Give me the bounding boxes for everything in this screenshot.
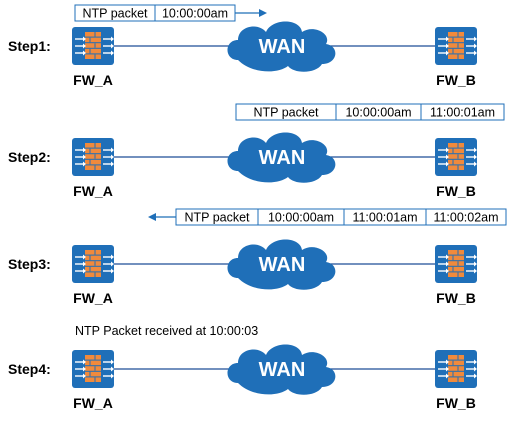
- packet-cell: [425, 208, 507, 226]
- firewall-icon: [448, 32, 464, 59]
- firewall-icon: [448, 143, 464, 170]
- packet-name: NTP packet: [82, 7, 148, 21]
- fw-a-label: FW_A: [73, 395, 113, 411]
- packet-name: NTP packet: [184, 211, 250, 225]
- step-label: Step4:: [8, 361, 51, 377]
- fw-a-label: FW_A: [73, 72, 113, 88]
- firewall-icon: [85, 143, 101, 170]
- firewall-b: [435, 138, 477, 176]
- firewall-icon: [448, 250, 464, 277]
- wan-cloud: WAN: [227, 239, 336, 290]
- packet-name: NTP packet: [253, 106, 319, 120]
- packet-timestamp: 11:00:02am: [433, 211, 498, 225]
- step-label: Step1:: [8, 38, 51, 54]
- firewall-icon: [85, 355, 101, 382]
- wan-cloud: WAN: [227, 132, 336, 183]
- step-label: Step3:: [8, 256, 51, 272]
- wan-label: WAN: [259, 36, 306, 58]
- packet-cell: [420, 103, 505, 121]
- wan-cloud: WAN: [227, 344, 336, 395]
- ntp-packet: NTP packet 10:00:00am: [74, 4, 267, 22]
- received-note: NTP Packet received at 10:00:03: [75, 324, 258, 338]
- ntp-packet: NTP packet 10:00:00am 11:00:01am 11:00:02am: [148, 208, 507, 226]
- firewall-b: [435, 245, 477, 283]
- packet-timestamp: 11:00:01am: [352, 211, 417, 225]
- packet-timestamp: 10:00:00am: [268, 211, 334, 225]
- packet-timestamp: 11:00:01am: [430, 106, 495, 120]
- firewall-a: [72, 245, 114, 283]
- firewall-a: [72, 350, 114, 388]
- firewall-icon: [85, 250, 101, 277]
- fw-b-label: FW_B: [436, 183, 476, 199]
- firewall-icon: [448, 355, 464, 382]
- firewall-b: [435, 350, 477, 388]
- packet-timestamp: 10:00:00am: [162, 7, 228, 21]
- ntp-packet: NTP packet 10:00:00am 11:00:01am: [235, 103, 505, 121]
- fw-a-label: FW_A: [73, 183, 113, 199]
- fw-b-label: FW_B: [436, 72, 476, 88]
- wan-cloud: WAN: [227, 21, 336, 72]
- wan-label: WAN: [259, 254, 306, 276]
- firewall-a: [72, 27, 114, 65]
- fw-b-label: FW_B: [436, 290, 476, 306]
- firewall-b: [435, 27, 477, 65]
- wan-label: WAN: [259, 147, 306, 169]
- wan-label: WAN: [259, 359, 306, 381]
- step-label: Step2:: [8, 149, 51, 165]
- packet-timestamp: 10:00:00am: [345, 106, 411, 120]
- fw-a-label: FW_A: [73, 290, 113, 306]
- firewall-icon: [85, 32, 101, 59]
- fw-b-label: FW_B: [436, 395, 476, 411]
- firewall-a: [72, 138, 114, 176]
